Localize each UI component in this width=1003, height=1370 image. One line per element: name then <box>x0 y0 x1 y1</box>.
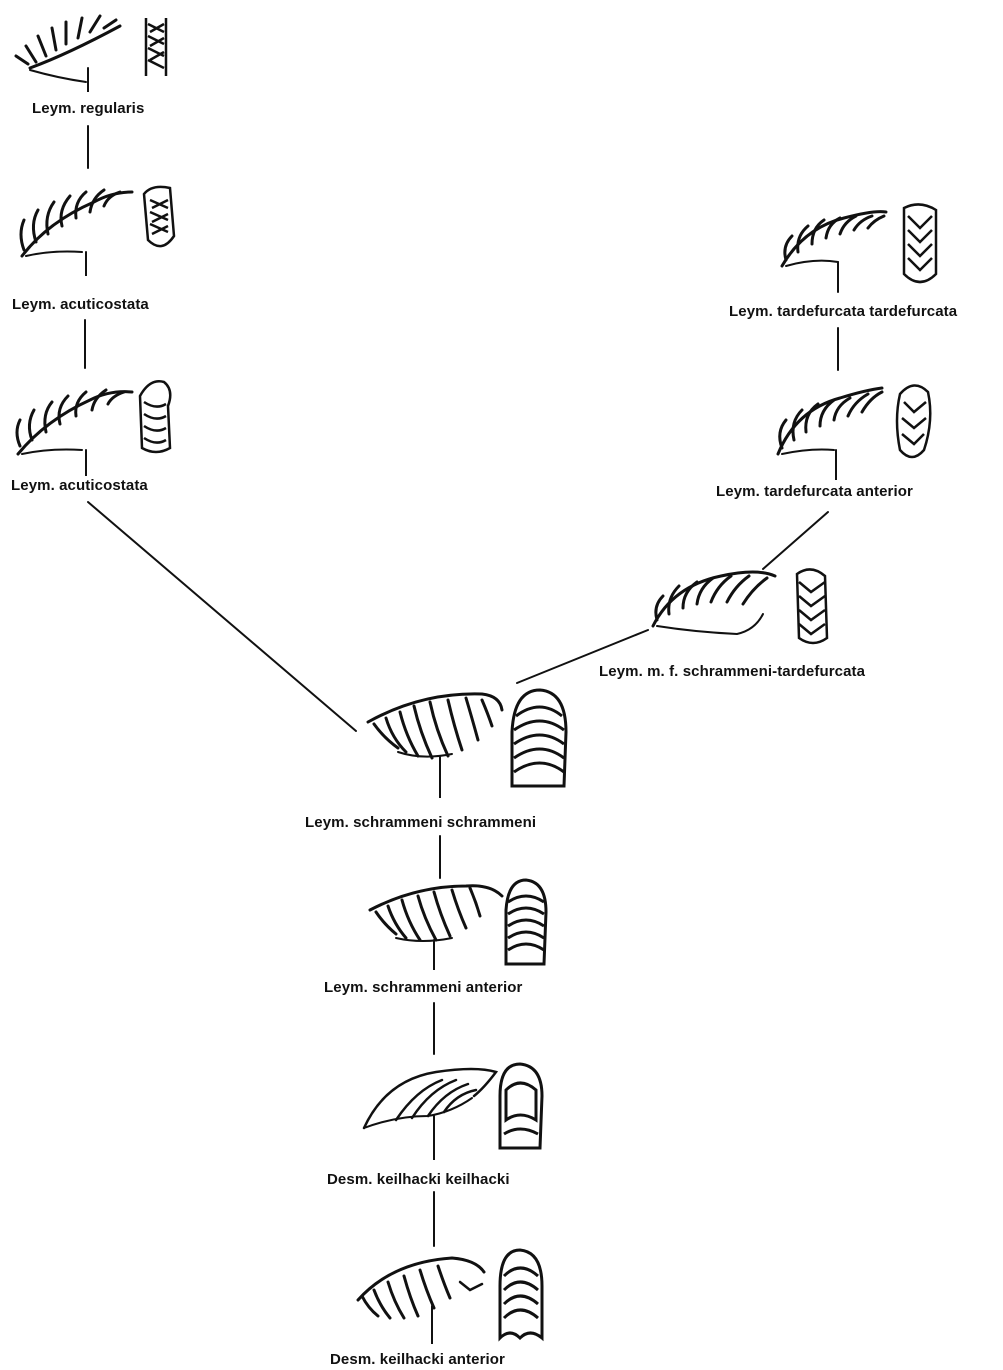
fossil-keilhacki-keilhacki-icon <box>356 1060 566 1160</box>
label-acuticostata-1: Leym. acuticostata <box>12 296 149 314</box>
fossil-tardefurcata-anterior-icon <box>770 380 970 480</box>
label-keilhacki-keilhacki: Desm. keilhacki keilhacki <box>327 1171 510 1189</box>
fossil-schrammeni-anterior-icon <box>366 876 566 970</box>
label-schrammeni-schrammeni: Leym. schrammeni schrammeni <box>305 814 536 832</box>
fossil-tardefurcata-tardefurcata-icon <box>774 200 974 296</box>
label-tardefurcata-anterior: Leym. tardefurcata anterior <box>716 483 913 501</box>
edge-acuticostata-schrammeni <box>88 502 356 731</box>
fossil-keilhacki-anterior-icon <box>352 1246 566 1344</box>
fossil-mf-schrammeni-tardefurcata-icon <box>645 562 855 656</box>
edge-tardefurcata-anterior-mf <box>763 512 828 569</box>
fossil-acuticostata-1-icon <box>8 176 192 276</box>
fossil-acuticostata-2-icon <box>6 376 192 476</box>
label-regularis: Leym. regularis <box>32 100 144 118</box>
label-schrammeni-anterior: Leym. schrammeni anterior <box>324 979 522 997</box>
fossil-regularis-icon <box>8 6 188 92</box>
label-acuticostata-2: Leym. acuticostata <box>11 477 148 495</box>
label-keilhacki-anterior: Desm. keilhacki anterior <box>330 1351 505 1369</box>
fossil-schrammeni-schrammeni-icon <box>362 686 582 798</box>
label-tardefurcata-tardefurcata: Leym. tardefurcata tardefurcata <box>729 303 957 321</box>
label-mf-schrammeni-tardefurcata: Leym. m. f. schrammeni-tardefurcata <box>599 663 865 681</box>
